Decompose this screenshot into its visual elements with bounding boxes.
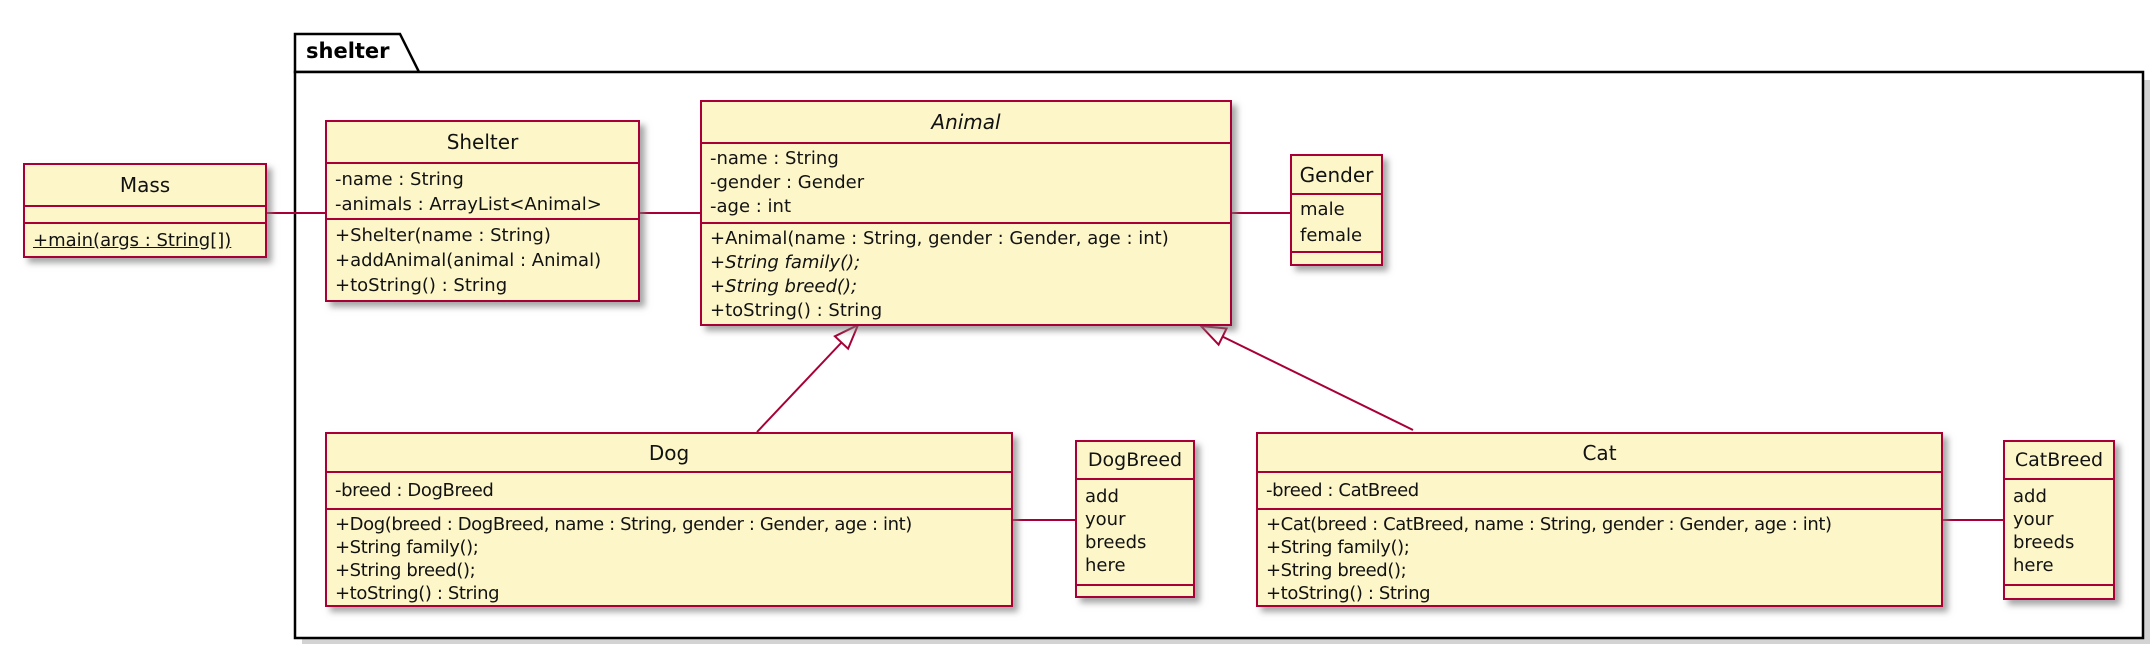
method: +Animal(name : String, gender : Gender, … [710, 228, 1169, 249]
class-box-mass: Mass +main(args : String[]) [23, 163, 267, 258]
method: +toString() : String [335, 275, 508, 296]
class-title-mass: Mass [119, 173, 171, 197]
catbreed-empty-compartment [2005, 584, 2113, 598]
method-main: +main(args : String[]) [33, 229, 232, 251]
enum-box-gender: Gender male female [1290, 154, 1383, 266]
generalization-arrowhead-dog [833, 322, 860, 351]
attribute: -name : String [710, 148, 839, 169]
class-title-cat: Cat [1582, 440, 1617, 465]
enum-value: breeds [2013, 532, 2075, 553]
dog-attributes-compartment: -breed : DogBreed [327, 471, 1011, 508]
attribute: -name : String [335, 169, 464, 190]
enum-value: add [2013, 486, 2047, 507]
shelter-attributes-compartment: -name : String -animals : ArrayList<Anim… [327, 162, 638, 218]
enum-value: here [2013, 555, 2054, 576]
abstract-method: +String breed(); [710, 276, 858, 297]
method: +addAnimal(animal : Animal) [335, 250, 602, 271]
enum-value: female [1300, 225, 1363, 246]
enum-title-catbreed: CatBreed [2014, 449, 2104, 471]
enum-value: your [2013, 509, 2054, 530]
attribute: -breed : DogBreed [335, 480, 494, 501]
enum-title-dogbreed: DogBreed [1087, 449, 1183, 471]
attribute: -breed : CatBreed [1266, 480, 1419, 501]
method: +Dog(breed : DogBreed, name : String, ge… [335, 514, 912, 535]
attribute: -gender : Gender [710, 172, 865, 193]
cat-attributes-compartment: -breed : CatBreed [1258, 471, 1941, 508]
enum-value: here [1085, 555, 1126, 576]
method: +toString() : String [1266, 583, 1431, 604]
animal-methods-compartment: +Animal(name : String, gender : Gender, … [702, 222, 1230, 326]
dogbreed-empty-compartment [1077, 584, 1193, 596]
enum-box-catbreed: CatBreed add your breeds here [2003, 440, 2115, 600]
edge-dog-extends-animal [756, 341, 843, 433]
mass-methods-compartment: +main(args : String[]) [25, 222, 265, 256]
enum-value: breeds [1085, 532, 1147, 553]
method: +toString() : String [710, 300, 883, 321]
dogbreed-values-compartment: add your breeds here [1077, 478, 1193, 584]
shelter-methods-compartment: +Shelter(name : String) +addAnimal(anima… [327, 218, 638, 301]
enum-title-gender: Gender [1299, 162, 1374, 187]
abstract-method: +String family(); [710, 252, 861, 273]
method: +String family(); [1266, 537, 1410, 558]
class-title-animal: Animal [931, 110, 1001, 134]
cat-methods-compartment: +Cat(breed : CatBreed, name : String, ge… [1258, 508, 1941, 608]
mass-attributes-compartment-empty [25, 205, 265, 222]
enum-value: your [1085, 509, 1126, 530]
method: +toString() : String [335, 583, 500, 604]
method: +Shelter(name : String) [335, 225, 551, 246]
class-box-animal: Animal -name : String -gender : Gender -… [700, 100, 1232, 326]
gender-values-compartment: male female [1292, 193, 1381, 251]
catbreed-values-compartment: add your breeds here [2005, 478, 2113, 584]
generalization-arrowhead-cat [1198, 324, 1229, 347]
enum-value: add [1085, 486, 1119, 507]
dog-methods-compartment: +Dog(breed : DogBreed, name : String, ge… [327, 508, 1011, 608]
class-title-shelter: Shelter [446, 130, 519, 154]
method: +String family(); [335, 537, 479, 558]
attribute: -animals : ArrayList<Animal> [335, 194, 602, 215]
enum-box-dogbreed: DogBreed add your breeds here [1075, 440, 1195, 598]
class-title-dog: Dog [648, 440, 690, 465]
method: +String breed(); [1266, 560, 1407, 581]
method: +String breed(); [335, 560, 476, 581]
edge-cat-extends-animal [1222, 335, 1414, 431]
gender-empty-compartment [1292, 251, 1381, 264]
attribute: -age : int [710, 196, 791, 217]
class-box-shelter: Shelter -name : String -animals : ArrayL… [325, 120, 640, 302]
class-box-dog: Dog -breed : DogBreed +Dog(breed : DogBr… [325, 432, 1013, 607]
package-label: shelter [306, 39, 390, 63]
method: +Cat(breed : CatBreed, name : String, ge… [1266, 514, 1832, 535]
animal-attributes-compartment: -name : String -gender : Gender -age : i… [702, 142, 1230, 222]
enum-value: male [1300, 199, 1345, 220]
class-box-cat: Cat -breed : CatBreed +Cat(breed : CatBr… [1256, 432, 1943, 607]
